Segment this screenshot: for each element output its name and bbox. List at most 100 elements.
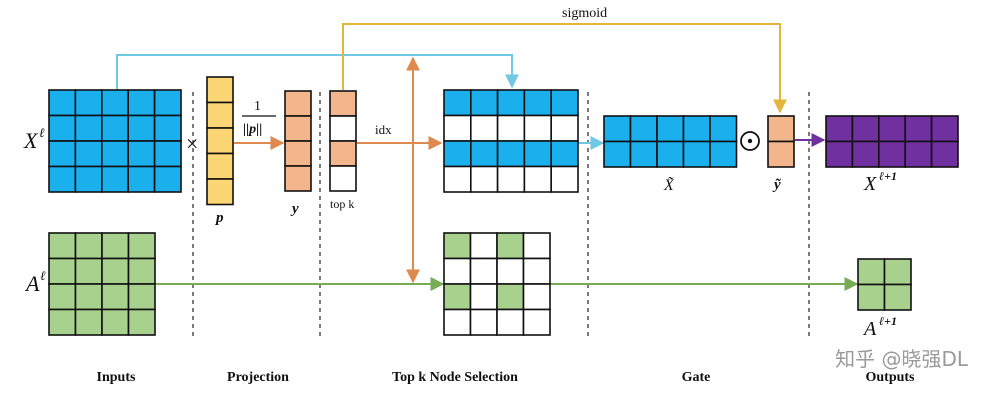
matrix-cell — [522, 283, 551, 311]
stage-gate: Gate — [682, 370, 711, 385]
matrix-cell — [101, 308, 130, 336]
matrix-cell — [443, 232, 472, 260]
idx-label: idx — [375, 122, 392, 137]
x-input-label: X — [23, 128, 39, 153]
matrix-cell — [550, 89, 579, 117]
matrix-cell — [443, 283, 472, 311]
matrix-cell — [682, 115, 711, 143]
matrix-cell — [127, 257, 156, 285]
x-output-matrix — [825, 115, 959, 168]
matrix-cell — [629, 115, 658, 143]
a-input-sup: ℓ — [40, 268, 46, 283]
hadamard-operator — [740, 131, 760, 151]
matrix-cell — [603, 140, 632, 168]
matrix-cell — [469, 140, 499, 168]
matrix-cell — [48, 308, 77, 336]
matrix-cell — [709, 140, 738, 168]
matrix-cell — [101, 89, 130, 117]
y-label: y — [290, 201, 299, 217]
matrix-cell — [153, 140, 182, 168]
x-input-sup: ℓ — [39, 125, 45, 140]
matrix-cell — [101, 283, 130, 311]
stage-titles: Inputs Projection Top k Node Selection G… — [97, 370, 916, 385]
matrix-cell — [127, 114, 156, 142]
arrow-sigmoid — [342, 23, 787, 114]
matrix-cell — [48, 283, 77, 311]
matrix-cell — [709, 115, 738, 143]
matrix-cell — [851, 115, 880, 143]
matrix-cell — [496, 283, 525, 311]
topk-label: top k — [330, 197, 354, 211]
matrix-cell — [48, 232, 77, 260]
matrix-cell — [329, 140, 357, 167]
arrow-x-to-selection — [116, 54, 519, 90]
matrix-cell — [206, 152, 234, 180]
matrix-cell — [550, 140, 579, 168]
matrix-cell — [284, 165, 312, 192]
stage-projection: Projection — [227, 370, 289, 385]
matrix-cell — [48, 89, 77, 117]
matrices — [48, 76, 959, 336]
stage-topk-selection: Top k Node Selection — [392, 370, 518, 385]
matrix-cell — [48, 257, 77, 285]
fraction-denominator: ||p|| — [243, 122, 262, 137]
matrix-cell — [877, 115, 906, 143]
matrix-cell — [153, 165, 182, 193]
stage-inputs: Inputs — [97, 370, 136, 385]
a-output-matrix — [857, 258, 912, 311]
matrix-cell — [496, 140, 526, 168]
matrix-cell — [469, 165, 499, 193]
matrix-cell — [153, 114, 182, 142]
matrix-cell — [825, 140, 854, 168]
matrix-cell — [930, 140, 959, 168]
a-input-label: A — [24, 271, 40, 296]
matrix-cell — [101, 165, 130, 193]
matrix-cell — [74, 165, 103, 193]
matrix-cell — [443, 165, 472, 193]
matrix-cell — [443, 89, 472, 117]
matrix-cell — [522, 308, 551, 336]
a-output-label: A — [862, 318, 877, 340]
p-label: p — [214, 210, 224, 226]
matrix-cell — [496, 114, 526, 142]
matrix-cell — [48, 165, 77, 193]
y-tilde-vector — [767, 115, 795, 168]
matrix-cell — [857, 283, 886, 311]
matrix-cell — [767, 140, 795, 168]
matrix-cell — [101, 140, 130, 168]
matrix-cell — [329, 165, 357, 192]
matrix-cell — [74, 257, 103, 285]
matrix-cell — [329, 90, 357, 117]
matrix-cell — [74, 140, 103, 168]
matrix-cell — [523, 114, 553, 142]
matrix-cell — [496, 257, 525, 285]
matrix-cell — [127, 140, 156, 168]
matrix-cell — [127, 165, 156, 193]
matrix-cell — [443, 140, 472, 168]
matrix-cell — [443, 257, 472, 285]
y-vector — [284, 90, 312, 192]
a-selection-matrix — [443, 232, 551, 336]
x-selection-matrix — [443, 89, 579, 193]
matrix-cell — [48, 140, 77, 168]
x-tilde-label: X̃ — [663, 176, 675, 194]
matrix-cell — [127, 308, 156, 336]
watermark: 知乎 @晓强DL — [835, 347, 969, 371]
matrix-cell — [469, 114, 499, 142]
a-output-sup: ℓ+1 — [879, 314, 897, 328]
stage-outputs: Outputs — [865, 370, 915, 385]
matrix-cell — [329, 115, 357, 142]
matrix-cell — [206, 76, 234, 104]
a-input-matrix — [48, 232, 156, 336]
matrix-cell — [857, 258, 886, 286]
x-output-label: X — [863, 173, 877, 195]
x-output-sup: ℓ+1 — [879, 169, 897, 183]
matrix-cell — [825, 115, 854, 143]
matrix-cell — [101, 257, 130, 285]
matrix-cell — [153, 89, 182, 117]
matrix-cell — [629, 140, 658, 168]
matrix-cell — [877, 140, 906, 168]
matrix-cell — [469, 283, 498, 311]
matrix-cell — [48, 114, 77, 142]
matrix-cell — [496, 89, 526, 117]
